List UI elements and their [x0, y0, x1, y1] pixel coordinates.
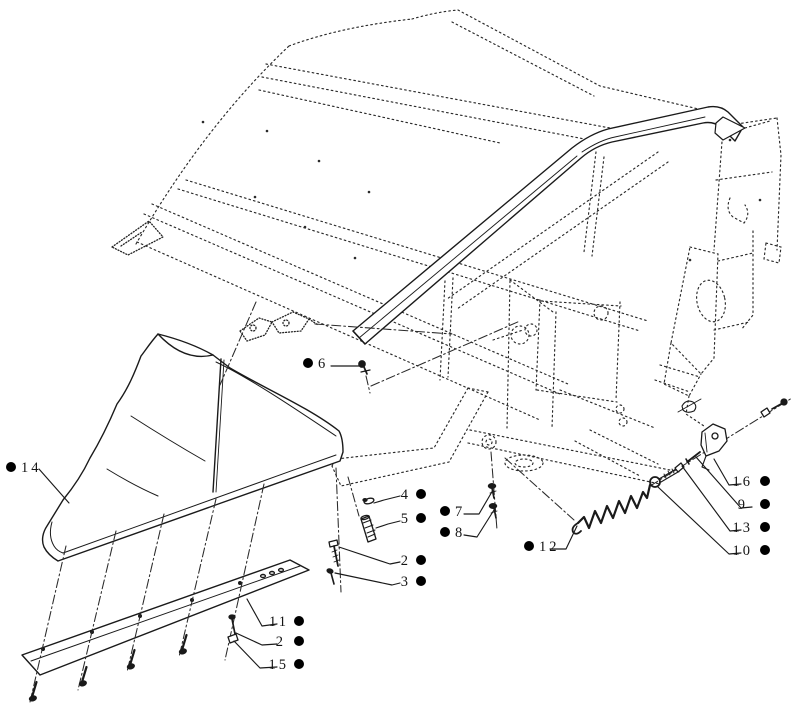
callout-bullet [416, 513, 426, 523]
leader-12 [549, 525, 578, 550]
callout-bullet [294, 616, 304, 626]
leader-lines [38, 365, 753, 669]
callout-bullet [760, 499, 770, 509]
callout-label: 2 [276, 634, 286, 650]
part-13-nut [674, 462, 685, 473]
divider-nose [110, 220, 165, 256]
leader-15 [233, 640, 278, 669]
callout-label: 12 [539, 539, 560, 555]
machine-phantom-outline [135, 9, 782, 487]
panel-rivet-dots [201, 120, 762, 262]
callout-bullet [760, 545, 770, 555]
callout-4: 4 [401, 487, 426, 503]
callout-bullet [294, 659, 304, 669]
callout-14: 14 [6, 460, 42, 476]
featured-parts [21, 105, 746, 676]
part-9-pin [685, 451, 701, 465]
callout-bullet [440, 527, 450, 537]
callout-label: 10 [733, 543, 754, 559]
callout-7: 7 [440, 504, 465, 520]
part-10-eye-bolt [649, 468, 679, 488]
callout-11: 11 [269, 614, 304, 630]
leader-4 [373, 495, 401, 504]
machine-detail-clusters [110, 220, 319, 342]
frame-tube [352, 105, 746, 345]
callout-2-bottom: 2 [276, 634, 304, 650]
callout-bullet [303, 358, 313, 368]
bracket-axis-bolt [760, 398, 788, 418]
hinge-detail [677, 398, 702, 413]
callout-label: 7 [455, 504, 465, 520]
callout-bullet [524, 541, 534, 551]
callout-label: 8 [455, 525, 465, 541]
part-11-mounting-rail [21, 559, 310, 676]
callout-5: 5 [401, 511, 426, 527]
callout-label: 6 [318, 356, 328, 372]
callout-6: 6 [303, 356, 328, 372]
callout-label: 3 [401, 574, 411, 590]
part-4-bolt [362, 497, 375, 505]
callout-label: 5 [401, 511, 411, 527]
leader-2-mid [338, 546, 401, 565]
leader-11 [246, 598, 278, 627]
leader-16 [713, 458, 742, 486]
callout-label: 15 [269, 657, 290, 673]
callout-2-mid: 2 [401, 553, 426, 569]
fasteners [27, 360, 788, 703]
callout-bullet [294, 636, 304, 646]
part-3-bolt [326, 568, 335, 585]
callout-8: 8 [440, 525, 465, 541]
leader-8 [463, 509, 495, 538]
leader-10 [657, 486, 742, 555]
part-8-bolt [488, 503, 498, 519]
knife-drive-cluster [239, 317, 273, 342]
part-12-spring [571, 483, 652, 535]
callout-label: 4 [401, 487, 411, 503]
part-5-roll-pin [360, 514, 377, 543]
callout-bullet [760, 522, 770, 532]
callout-label: 13 [733, 520, 754, 536]
callout-15: 15 [269, 657, 304, 673]
callout-bullet [416, 576, 426, 586]
callout-label: 11 [269, 614, 289, 630]
leader-13 [681, 465, 742, 532]
leader-7 [463, 489, 494, 515]
callout-13: 13 [733, 520, 770, 536]
callout-16: 16 [733, 474, 770, 490]
part-14-deflector-chute [41, 333, 344, 562]
leader-14 [38, 468, 70, 504]
callout-bullet [760, 476, 770, 486]
leader-2-bottom [235, 632, 278, 646]
callout-10: 10 [733, 543, 770, 559]
callout-3: 3 [401, 574, 426, 590]
callout-label: 14 [21, 460, 42, 476]
callout-9: 9 [738, 497, 770, 513]
callout-label: 2 [401, 553, 411, 569]
callouts: 14 6 4 5 7 8 2 3 [6, 356, 770, 673]
callout-bullet [440, 506, 450, 516]
part-6-bolt [358, 360, 371, 375]
callout-bullet [6, 462, 16, 472]
part-2-stud [328, 539, 340, 567]
callout-12: 12 [524, 539, 560, 555]
callout-bullet [416, 555, 426, 565]
part-7-bolt [487, 483, 497, 499]
leader-5 [375, 520, 401, 529]
callout-label: 16 [733, 474, 754, 490]
leader-3 [334, 572, 401, 586]
tube-end-joint [714, 116, 746, 141]
callout-label: 9 [738, 497, 748, 513]
rail-end-bolt-nut [227, 614, 239, 644]
callout-bullet [416, 489, 426, 499]
part-16-bracket [700, 423, 728, 471]
leader-9 [695, 456, 753, 509]
